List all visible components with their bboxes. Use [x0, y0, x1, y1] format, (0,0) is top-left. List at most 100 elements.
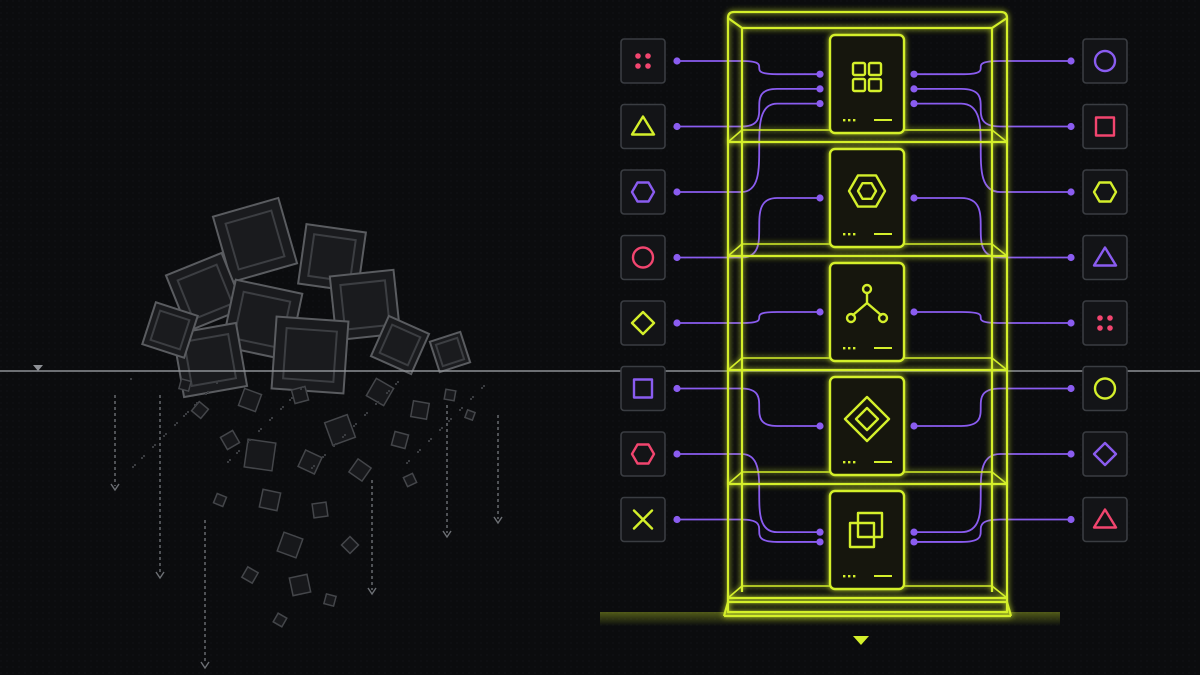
connector-endpoint — [1067, 188, 1075, 196]
connector-endpoint — [816, 85, 824, 93]
connector-endpoint — [816, 194, 824, 202]
left-palette-tile[interactable] — [620, 169, 666, 215]
debris-tile — [141, 301, 199, 359]
left-palette-tile[interactable] — [620, 103, 666, 150]
right-palette-tile[interactable] — [1082, 103, 1128, 150]
debris-speck — [176, 422, 178, 424]
right-palette-tile[interactable] — [1082, 300, 1128, 346]
debris-fragment — [258, 488, 282, 512]
debris-fragment — [443, 388, 457, 402]
left-palette-tile[interactable] — [620, 496, 666, 543]
left-palette-tile[interactable] — [620, 365, 666, 412]
left-palette-tile[interactable] — [620, 300, 666, 346]
connector-endpoint — [673, 515, 681, 524]
connector-endpoint — [910, 85, 918, 93]
cabinet-card[interactable] — [828, 33, 906, 135]
connector-line — [910, 85, 1075, 131]
cross-icon — [632, 509, 654, 530]
debris-speck — [419, 449, 421, 451]
tree-branch-icon — [845, 283, 889, 324]
left-palette-tile[interactable] — [620, 234, 666, 281]
debris-speck — [366, 412, 368, 414]
fall-arrow-icon — [442, 405, 452, 539]
debris-speck — [335, 443, 337, 445]
nested-diamond-icon — [843, 395, 891, 443]
right-palette-tile[interactable] — [1082, 169, 1128, 215]
debris-speck — [459, 409, 461, 411]
debris-fragment — [340, 535, 360, 555]
cabinet-card[interactable] — [828, 147, 906, 249]
card-footer-dots — [843, 461, 856, 464]
cabinet-card[interactable] — [828, 375, 906, 477]
debris-fragment — [409, 399, 431, 421]
right-palette-tile[interactable] — [1082, 234, 1128, 281]
debris-speck — [165, 433, 167, 435]
connector-endpoint — [1067, 450, 1075, 458]
debris-tile — [369, 314, 431, 376]
square-icon — [632, 378, 654, 399]
falling-arrows — [110, 395, 503, 670]
debris-speck — [324, 454, 326, 456]
right-palette-tile[interactable] — [1082, 431, 1128, 477]
card-footer-dots — [843, 347, 856, 350]
connector-line — [910, 57, 1075, 78]
debris-fragment — [177, 377, 193, 393]
debris-speck — [342, 436, 344, 438]
connector-endpoint — [673, 450, 681, 458]
connector-endpoint — [816, 70, 824, 78]
connector-endpoint — [910, 194, 918, 202]
connector-endpoint — [816, 100, 824, 108]
cabinet-down-marker-icon — [853, 636, 869, 645]
diamond-icon — [630, 310, 656, 336]
connector-endpoint — [910, 528, 918, 536]
right-palette-tile[interactable] — [1082, 365, 1128, 412]
fall-arrow-icon — [367, 480, 377, 596]
debris-fragment — [243, 438, 277, 472]
cabinet-card[interactable] — [828, 261, 906, 363]
debris-speck — [470, 398, 472, 400]
connector-line — [673, 85, 824, 131]
debris-speck — [163, 435, 165, 437]
hexagon-icon — [630, 181, 656, 203]
connector-endpoint — [673, 122, 681, 131]
connector-endpoint — [1067, 384, 1075, 393]
debris-speck — [313, 465, 315, 467]
debris-speck — [132, 466, 134, 468]
cabinet-card[interactable] — [828, 489, 906, 591]
connector-endpoint — [1067, 515, 1075, 524]
debris-speck — [249, 439, 251, 441]
debris-fragment — [311, 501, 329, 519]
overlapping-squares-icon — [848, 511, 884, 549]
left-palette-tile[interactable] — [620, 38, 666, 84]
circle-icon — [1093, 49, 1117, 73]
debris-speck — [472, 396, 474, 398]
debris-speck — [300, 388, 302, 390]
connector-line — [673, 100, 824, 196]
left-palette-tile[interactable] — [620, 431, 666, 477]
diamond-icon — [1092, 441, 1118, 467]
debris-speck — [417, 451, 419, 453]
debris-speck — [187, 411, 189, 413]
triangle-icon — [1092, 508, 1118, 529]
debris-speck — [152, 446, 154, 448]
connector-endpoint — [673, 57, 681, 65]
connector-endpoint — [910, 422, 918, 430]
debris-speck — [269, 419, 271, 421]
debris-fragment — [276, 531, 304, 559]
debris-fragment — [219, 429, 241, 451]
debris-speck — [481, 387, 483, 389]
hex-nut-icon — [847, 174, 887, 208]
right-palette-tile[interactable] — [1082, 496, 1128, 543]
connector-line — [910, 194, 1075, 262]
right-palette-tile[interactable] — [1082, 38, 1128, 84]
connector-endpoint — [910, 70, 918, 78]
connector-line — [910, 515, 1075, 546]
debris-speck — [141, 457, 143, 459]
connector-endpoint — [816, 528, 824, 536]
fall-arrow-icon — [493, 415, 503, 525]
connector-endpoint — [1067, 319, 1075, 327]
debris-speck — [441, 427, 443, 429]
cabinet-frame — [726, 10, 1009, 614]
connector-line — [910, 450, 1075, 536]
